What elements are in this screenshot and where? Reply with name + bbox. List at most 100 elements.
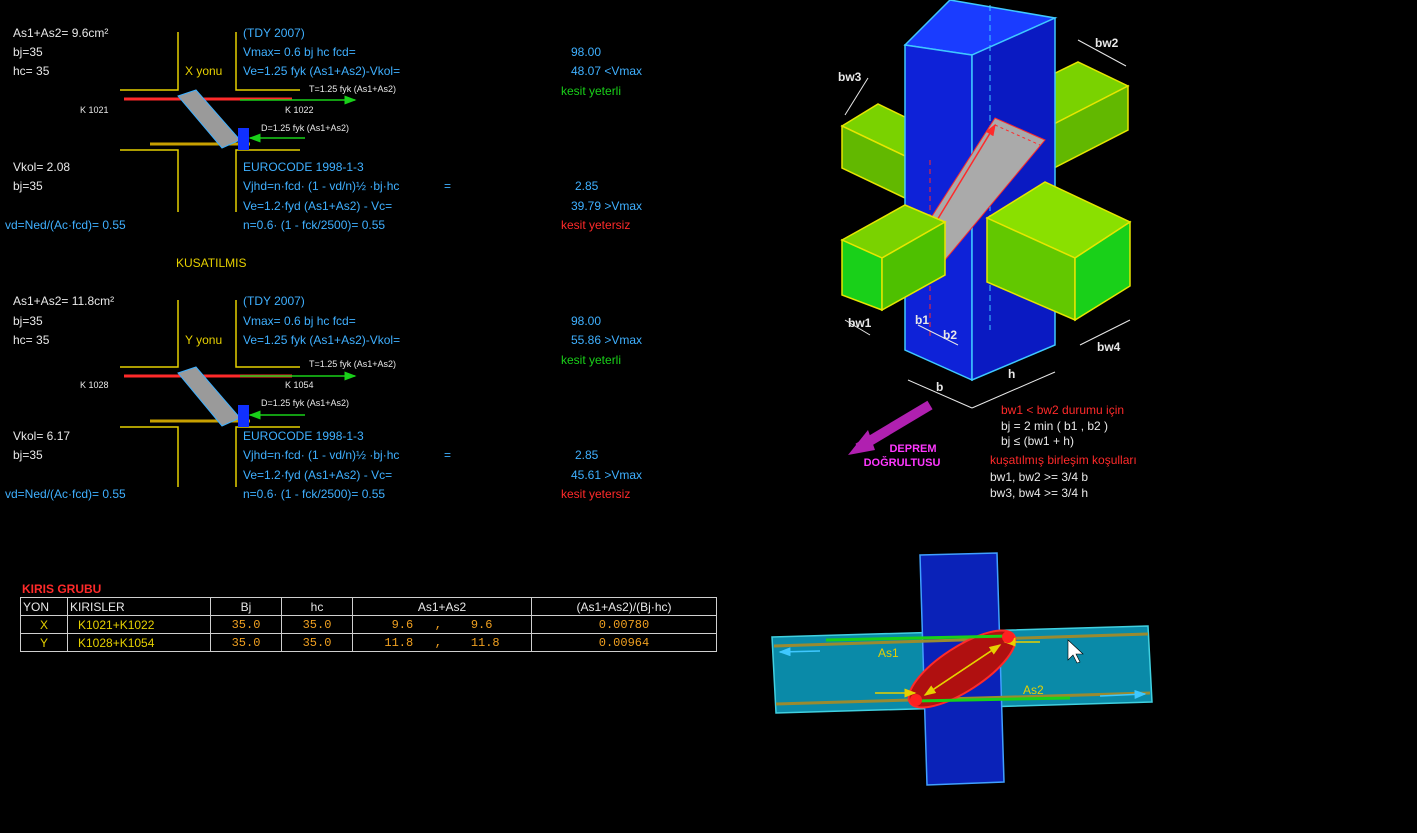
table-header-row: YON KIRISLER Bj hc As1+As2 (As1+As2)/(Bj… <box>20 597 717 616</box>
y-beam-right: K 1054 <box>285 380 314 390</box>
cell-as: 11.8 , 11.8 <box>352 633 532 652</box>
col-yon: YON <box>20 597 68 616</box>
col-hc: hc <box>281 597 353 616</box>
y-eq: = <box>444 448 452 462</box>
note-bj-limit: bj ≤ (bw1 + h) <box>1001 434 1074 448</box>
joint-plan-view <box>771 552 1153 786</box>
y-ve-formula: Ve=1.25 fyk (As1+As2)-Vkol= <box>243 333 401 347</box>
x-vkol: Vkol= 2.08 <box>13 160 71 174</box>
cell-bj: 35.0 <box>210 633 282 652</box>
x-ve-value: 48.07 <Vmax <box>571 64 643 78</box>
y-vjhd-formula: Vjhd=n·fcd· (1 - vd/n)½ ·bj·hc <box>243 448 400 462</box>
dim-bw4: bw4 <box>1097 340 1121 354</box>
note-condition: bw1 < bw2 durumu için <box>1001 403 1125 417</box>
x-ve-formula: Ve=1.25 fyk (As1+As2)-Vkol= <box>243 64 401 78</box>
y-ec-result: kesit yetersiz <box>561 487 631 501</box>
x-joint-sketch <box>120 32 357 212</box>
cell-yon: Y <box>20 633 68 652</box>
x-as-total: As1+As2= 9.6cm² <box>13 26 109 40</box>
mouse-cursor-icon <box>1067 639 1084 664</box>
x-direction-label: X yonu <box>185 64 223 78</box>
cell-hc: 35.0 <box>281 633 353 652</box>
note-title: kuşatılmış birleşim koşulları <box>990 453 1137 467</box>
y-vkol: Vkol= 6.17 <box>13 429 71 443</box>
dim-bw1: bw1 <box>848 316 872 330</box>
cell-as-sep: , <box>434 635 442 650</box>
plan-as1-label: As1 <box>878 646 899 660</box>
y-n-formula: n=0.6· (1 - fck/2500)= 0.55 <box>243 487 386 501</box>
dim-bw3: bw3 <box>838 70 862 84</box>
cell-as1: 9.6 <box>391 617 414 632</box>
y-vd: vd=Ned/(Ac·fcd)= 0.55 <box>5 487 126 501</box>
y-tension-label: T=1.25 fyk (As1+As2) <box>309 359 397 369</box>
cell-hc: 35.0 <box>281 615 353 634</box>
cell-yon: X <box>20 615 68 634</box>
x-ec-ve-formula: Ve=1.2·fyd (As1+As2) - Vc= <box>243 199 393 213</box>
y-vmax-value: 98.00 <box>571 314 602 328</box>
x-ec-result: kesit yetersiz <box>561 218 631 232</box>
y-tdy-title: (TDY 2007) <box>243 294 305 308</box>
x-compression-label: D=1.25 fyk (As1+As2) <box>261 123 350 133</box>
cell-bj: 35.0 <box>210 615 282 634</box>
cell-kirisler: K1028+K1054 <box>67 633 211 652</box>
note-rule-2: bw3, bw4 >= 3/4 h <box>990 486 1089 500</box>
table-row: Y K1028+K1054 35.0 35.0 11.8 , 11.8 0.00… <box>20 633 717 652</box>
section-label: KUSATILMIS <box>176 256 247 270</box>
cell-as2: 11.8 <box>470 635 500 650</box>
dim-h: h <box>1008 367 1016 381</box>
y-bj2: bj=35 <box>13 448 43 462</box>
col-bj: Bj <box>210 597 282 616</box>
dim-b: b <box>936 380 944 394</box>
col-kirisler: KIRISLER <box>67 597 211 616</box>
y-direction-label: Y yonu <box>185 333 223 347</box>
dogrultusu-label: DOĞRULTUSU <box>863 457 941 469</box>
cell-ratio: 0.00780 <box>531 615 717 634</box>
dim-b1: b1 <box>915 313 930 327</box>
x-n-formula: n=0.6· (1 - fck/2500)= 0.55 <box>243 218 386 232</box>
table-title: KIRIS GRUBU <box>22 582 102 596</box>
y-bj: bj=35 <box>13 314 43 328</box>
y-tdy-result: kesit yeterli <box>561 353 622 367</box>
cell-ratio: 0.00964 <box>531 633 717 652</box>
x-tdy-result: kesit yeterli <box>561 84 622 98</box>
x-ec-ve-value: 39.79 >Vmax <box>571 199 643 213</box>
dim-bw2: bw2 <box>1095 36 1119 50</box>
x-beam-left: K 1021 <box>80 105 109 115</box>
table-row: X K1021+K1022 35.0 35.0 9.6 , 9.6 0.0078… <box>20 615 717 634</box>
x-tdy-title: (TDY 2007) <box>243 26 305 40</box>
joint-3d-diagram <box>840 0 1132 455</box>
cell-kirisler: K1021+K1022 <box>67 615 211 634</box>
y-ec-ve-value: 45.61 >Vmax <box>571 468 643 482</box>
y-ec-title: EUROCODE 1998-1-3 <box>243 429 364 443</box>
cell-as-sep: , <box>434 617 442 632</box>
x-vd: vd=Ned/(Ac·fcd)= 0.55 <box>5 218 126 232</box>
x-vmax-formula: Vmax= 0.6 bj hc fcd= <box>243 45 356 59</box>
x-eq: = <box>444 179 452 193</box>
x-vjhd-value: 2.85 <box>575 179 599 193</box>
y-ve-value: 55.86 >Vmax <box>571 333 643 347</box>
y-joint-sketch <box>120 300 357 487</box>
x-tension-label: T=1.25 fyk (As1+As2) <box>309 84 397 94</box>
cell-as: 9.6 , 9.6 <box>352 615 532 634</box>
y-compression-label: D=1.25 fyk (As1+As2) <box>261 398 350 408</box>
plan-as2-label: As2 <box>1023 683 1044 697</box>
x-beam-right: K 1022 <box>285 105 314 115</box>
y-as-total: As1+As2= 11.8cm² <box>13 294 115 308</box>
note-rule-1: bw1, bw2 >= 3/4 b <box>990 470 1089 484</box>
deprem-label: DEPREM <box>889 443 937 455</box>
y-beam-left: K 1028 <box>80 380 109 390</box>
x-bj2: bj=35 <box>13 179 43 193</box>
cell-as1: 11.8 <box>384 635 414 650</box>
x-vmax-value: 98.00 <box>571 45 602 59</box>
y-hc: hc= 35 <box>13 333 50 347</box>
x-bj: bj=35 <box>13 45 43 59</box>
y-vjhd-value: 2.85 <box>575 448 599 462</box>
col-ratio: (As1+As2)/(Bj·hc) <box>531 597 717 616</box>
x-hc: hc= 35 <box>13 64 50 78</box>
y-vmax-formula: Vmax= 0.6 bj hc fcd= <box>243 314 356 328</box>
cell-as2: 9.6 <box>470 617 493 632</box>
x-ec-title: EUROCODE 1998-1-3 <box>243 160 364 174</box>
col-as: As1+As2 <box>352 597 532 616</box>
note-bj-formula: bj = 2 min ( b1 , b2 ) <box>1001 419 1109 433</box>
